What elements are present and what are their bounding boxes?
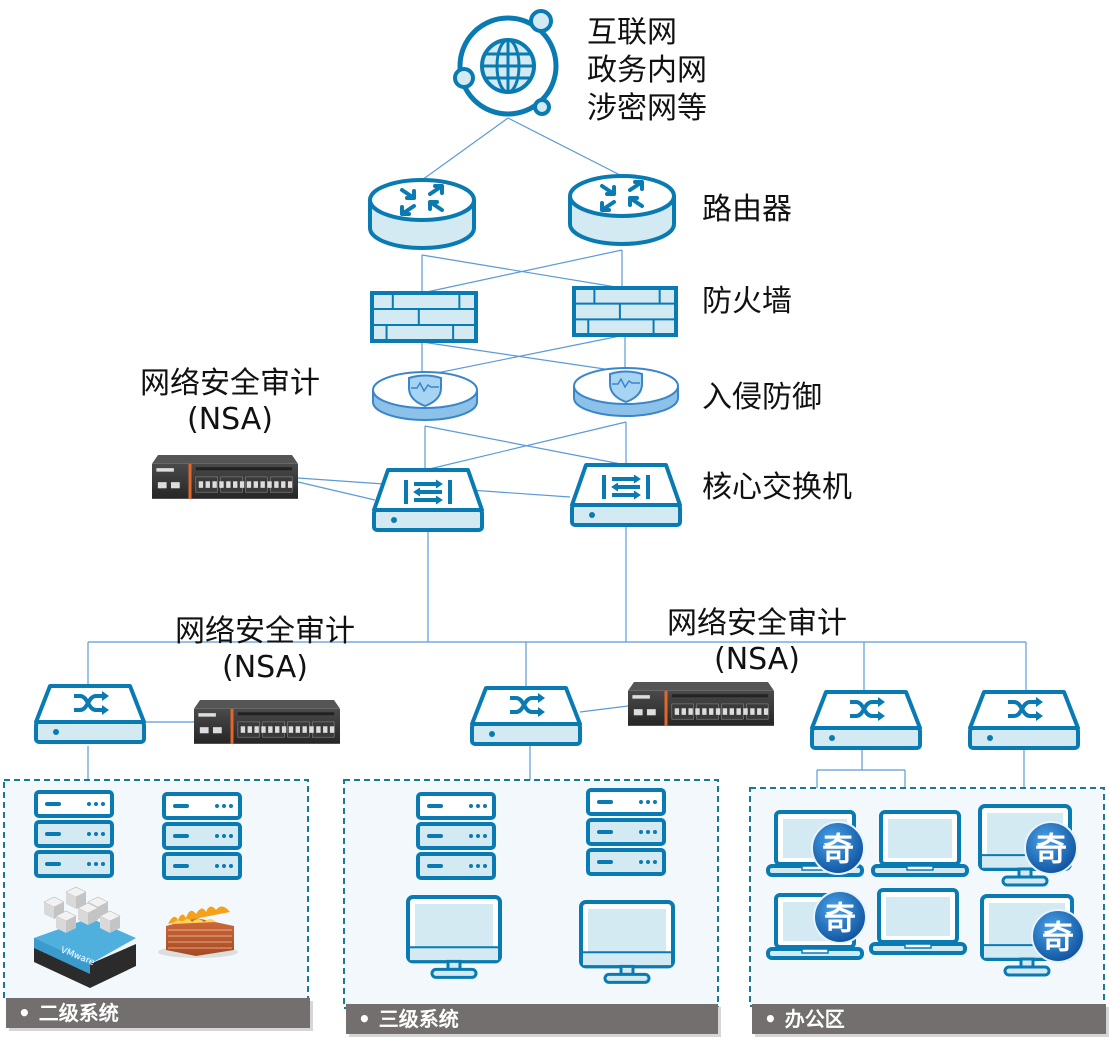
server-z3-1-icon [416,792,496,880]
firewall-2-icon [572,286,678,337]
router-layer-label: 路由器 [702,192,792,227]
link-cloud-router1 [421,117,509,181]
zone-level3-label: • 三级系统 [346,1004,718,1034]
access-switch-3-icon [810,690,922,750]
nsa-1-label: 网络安全审计 (NSA) [130,366,330,438]
nsa-1-appliance-icon [152,455,298,499]
qihoo-badge-3-icon: 奇 [813,890,867,944]
zone-office-label: • 办公区 [752,1004,1106,1034]
nsa-2-subtitle: (NSA) [222,650,308,685]
desktop-z3-2-icon [579,900,675,984]
bullet: • [358,1007,371,1031]
nsa-3-label: 网络安全审计 (NSA) [654,606,860,678]
qihoo-glyph: 奇 [1035,830,1067,868]
nsa-2-title: 网络安全审计 [175,614,355,649]
access-switch-1-icon [34,684,146,744]
nsa-3-appliance-icon [628,682,774,726]
nsa-2-label: 网络安全审计 (NSA) [162,614,368,686]
vmware-host-icon: VMware [34,886,136,988]
link-sw2-nsa3 [579,705,629,713]
server-z2-1-icon [34,790,114,878]
access-switch-2-icon [470,686,582,746]
link-router2-fw1 [421,249,623,294]
network-label-line-2: 政务内网 [587,53,707,88]
link-nsa1-core1 [297,481,376,501]
network-label-line-3: 涉密网等 [587,91,707,126]
qihoo-badge-4-icon: 奇 [1031,909,1085,963]
nsa-2-appliance-icon [194,700,340,744]
nsa-1-subtitle: (NSA) [187,402,273,437]
connection-lines [87,117,1027,896]
bullet: • [18,1001,31,1025]
link-fw2-ips1 [421,334,626,377]
link-cloud-router2 [507,117,623,177]
nsa-3-title: 网络安全审计 [667,606,847,641]
link-ips2-core1 [424,421,627,471]
core-switch-2-icon [570,463,682,527]
globe-network-icon [453,9,559,117]
laptop-office-2-icon [871,810,969,877]
network-label: 互联网 政务内网 涉密网等 [587,14,707,128]
ips-1-icon [372,371,478,421]
firewall-1-icon [370,291,478,343]
desktop-z3-1-icon [406,895,502,979]
qihoo-glyph: 奇 [1042,918,1074,956]
link-fw1-ips2 [421,341,626,373]
qihoo-glyph: 奇 [822,830,854,868]
ips-layer-label: 入侵防御 [702,380,822,415]
zone-level3-text: 三级系统 [378,1007,459,1031]
nsa-3-subtitle: (NSA) [714,642,800,677]
core-switch-1-icon [372,468,484,532]
server-z3-2-icon [586,788,666,876]
qihoo-glyph: 奇 [824,899,856,937]
zone-level2-text: 二级系统 [38,1001,119,1025]
router-2-icon [568,174,676,246]
firewall-wall-icon [158,906,238,958]
core-switch-layer-label: 核心交换机 [702,470,852,505]
ips-2-icon [573,367,679,417]
firewall-layer-label: 防火墙 [702,284,792,319]
zone-office-text: 办公区 [784,1007,845,1031]
router-1-icon [368,178,476,250]
nsa-1-title: 网络安全审计 [140,366,320,401]
zone-level2-label: • 二级系统 [6,998,310,1028]
qihoo-badge-1-icon: 奇 [811,821,865,875]
network-label-line-1: 互联网 [587,15,677,50]
bullet: • [764,1007,777,1031]
laptop-office-4-icon [869,888,967,955]
access-switch-4-icon [968,690,1080,750]
server-z2-2-icon [162,792,242,880]
qihoo-badge-2-icon: 奇 [1024,821,1078,875]
